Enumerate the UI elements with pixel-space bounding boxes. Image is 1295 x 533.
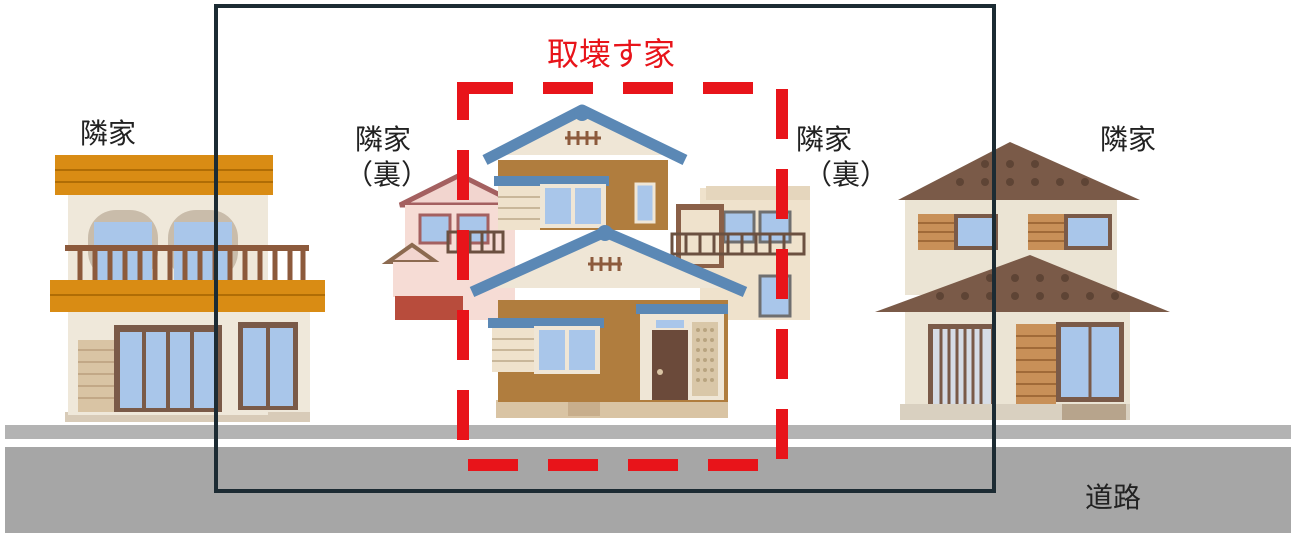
label-neighbor-back-left-line2: （裏） [345,158,430,191]
label-neighbor-back-left-line1: 隣家 [355,123,412,156]
label-neighbor-right: 隣家 [1100,123,1157,156]
label-neighbor-left: 隣家 [80,117,137,150]
road [5,425,1291,533]
demolish-house [469,104,748,418]
label-neighbor-back-left: 隣家 （裏） [345,122,429,192]
neighbor-house-left [50,155,325,422]
label-neighbor-back-right-line1: 隣家 [796,123,853,156]
label-road: 道路 [1085,481,1142,514]
neighbor-house-right [875,142,1170,420]
demolish-marker [457,82,788,471]
label-neighbor-back-right: 隣家 （裏） [788,122,888,192]
site-frame [214,4,996,493]
label-neighbor-back-right-line2: （裏） [804,158,889,191]
neighbor-house-back-right [670,186,810,320]
label-demolish-house: 取壊す家 [547,35,676,73]
